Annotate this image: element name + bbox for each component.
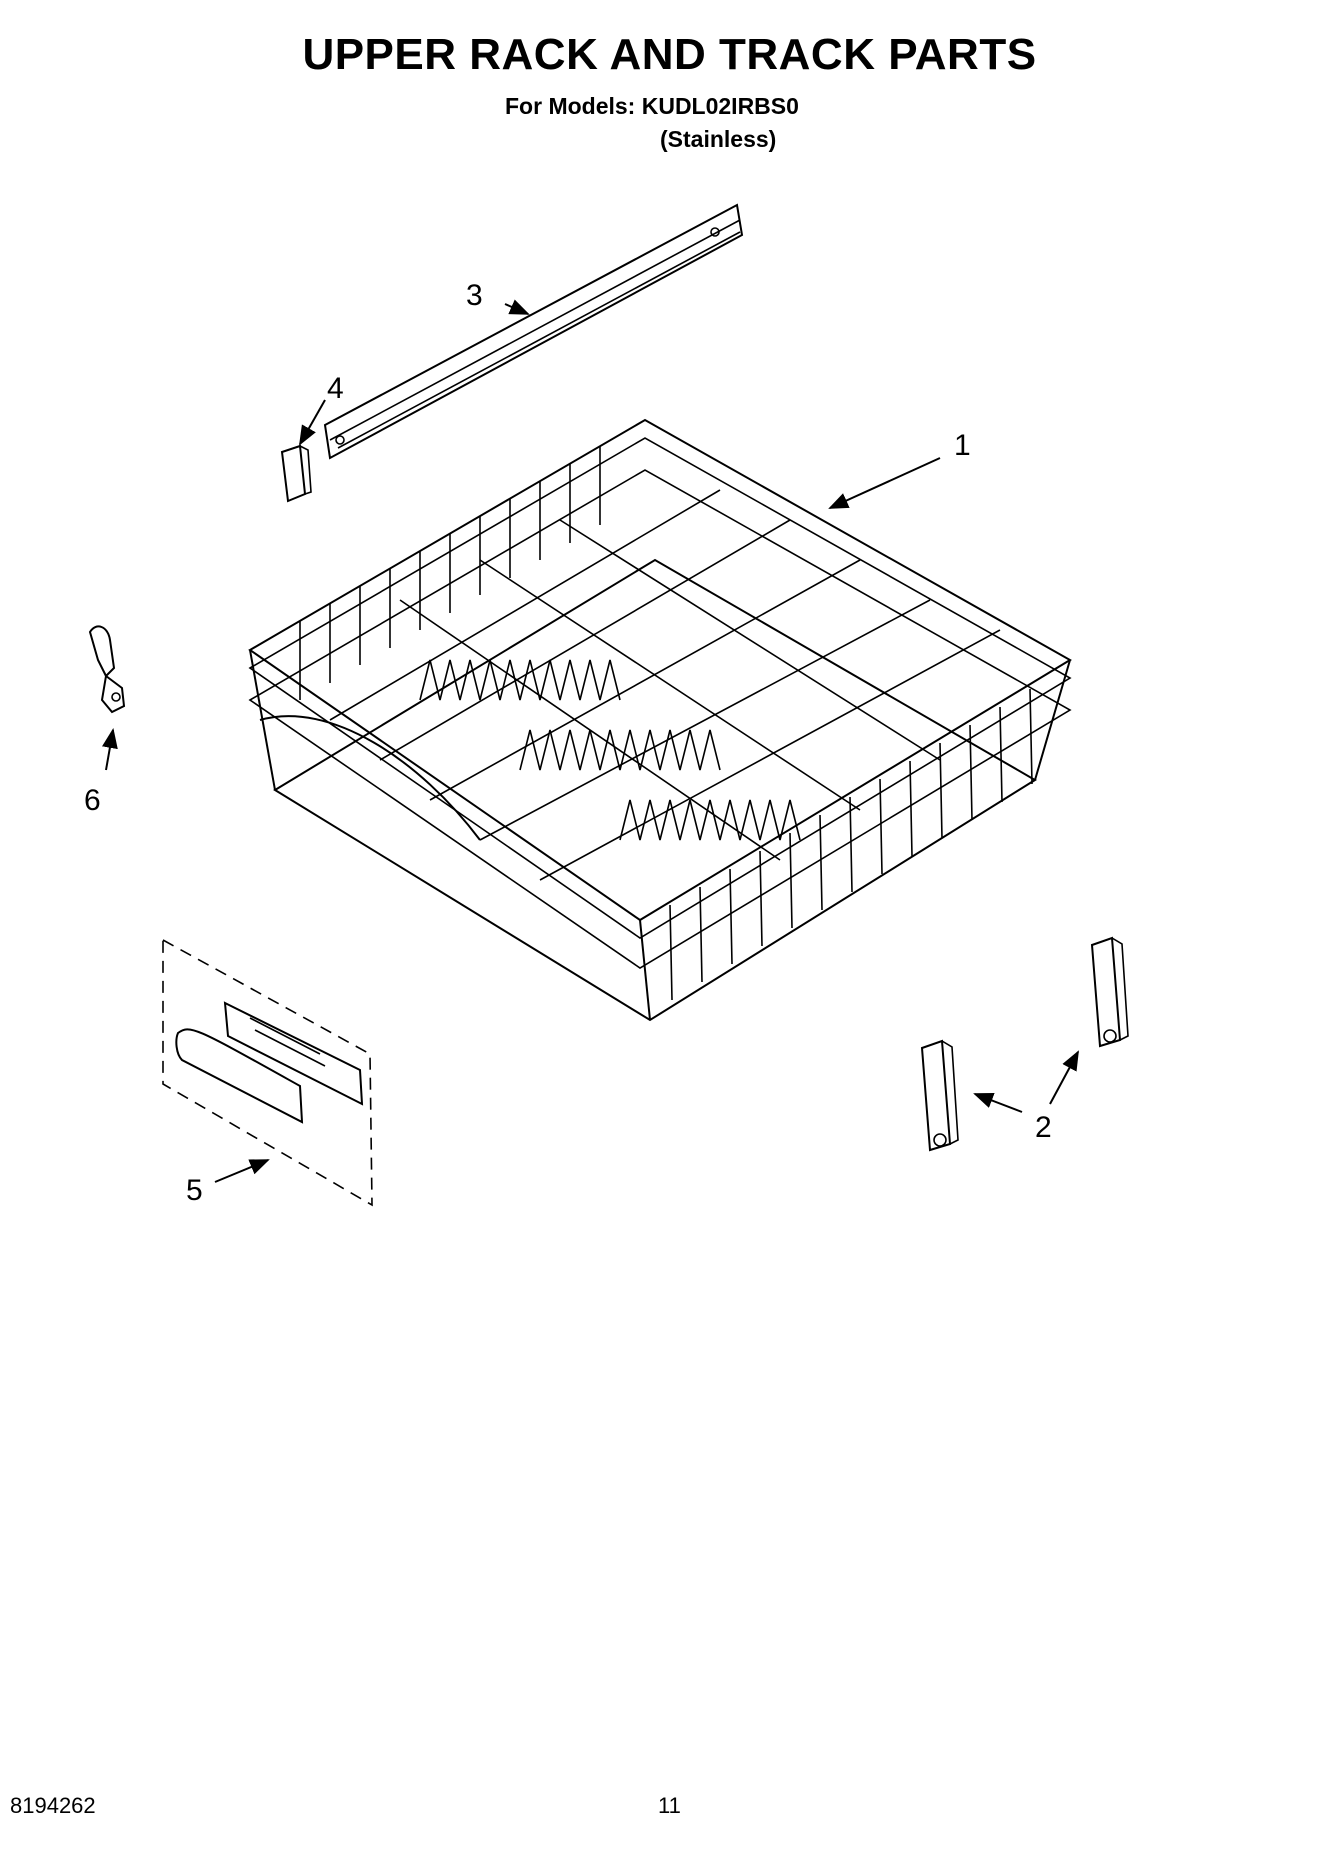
- rack-handle-part: [162, 938, 373, 1207]
- finish-line: (Stainless): [660, 126, 777, 152]
- document-number: 8194262: [10, 1793, 96, 1818]
- leader-5: [214, 1159, 270, 1183]
- leader-2a: [973, 1092, 1023, 1113]
- callout-3: 3: [466, 279, 483, 312]
- leader-2b: [1049, 1050, 1079, 1105]
- callout-6: 6: [84, 784, 101, 817]
- track-rail-part: [323, 203, 744, 460]
- leader-4: [299, 399, 326, 446]
- callout-2: 2: [1035, 1111, 1052, 1144]
- upper-rack-assembly: [248, 418, 1072, 1022]
- leader-6: [102, 728, 118, 771]
- page-title: UPPER RACK AND TRACK PARTS: [302, 30, 1037, 79]
- rack-adjuster-part-rear: [1090, 936, 1129, 1048]
- model-number-line: For Models: KUDL02IRBS0: [505, 93, 799, 119]
- callout-4: 4: [327, 372, 344, 405]
- leader-1: [828, 457, 941, 509]
- page-number: 11: [658, 1793, 681, 1818]
- callout-5: 5: [186, 1174, 203, 1207]
- leader-3: [504, 299, 530, 315]
- callout-1: 1: [954, 429, 971, 462]
- rack-adjuster-part-front: [920, 1039, 959, 1152]
- track-end-stop-part: [280, 444, 312, 503]
- rack-clip-part: [88, 625, 126, 714]
